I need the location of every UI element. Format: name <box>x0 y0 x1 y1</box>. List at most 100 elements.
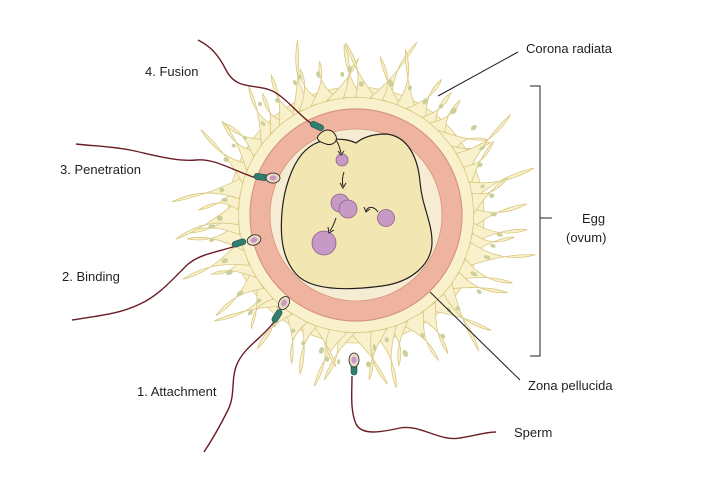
corona-cell-nucleus <box>209 238 215 242</box>
corona-cell-nucleus <box>358 81 364 87</box>
corona-cell-nucleus <box>407 85 413 91</box>
corona-cell-nucleus <box>476 289 482 294</box>
corona-cell-process <box>424 293 492 331</box>
corona-cell-nucleus <box>297 74 302 80</box>
arrow-fusion-to-nucleus <box>335 139 342 154</box>
corona-cell-nucleus <box>324 356 330 362</box>
corona-cell-nucleus <box>365 361 372 368</box>
corona-cell-process <box>405 78 443 121</box>
corona-cell-nucleus <box>260 121 266 126</box>
corona-cell-nucleus <box>440 333 446 339</box>
sperm-nucleus <box>250 237 258 243</box>
corona-cell-nucleus <box>450 107 457 115</box>
sperm-penetration <box>75 143 281 184</box>
arrow-head-4 <box>327 226 335 234</box>
sperm-nucleus <box>281 299 287 307</box>
arrow-head-1 <box>337 150 345 156</box>
corona-cell-nucleus <box>242 135 247 140</box>
corona-cell-process <box>171 176 245 203</box>
corona-cell-nucleus <box>231 143 237 148</box>
corona-cell-nucleus <box>247 310 254 316</box>
fusion-cone <box>317 129 337 145</box>
corona-cell-nucleus <box>489 193 495 199</box>
corona-cell-process <box>438 282 480 352</box>
sperm-midpiece <box>231 238 247 248</box>
sperm-nucleus-small <box>335 153 349 167</box>
pronucleus-c <box>377 209 395 227</box>
corona-cell-process <box>345 42 378 100</box>
corona-cell-nucleus <box>470 271 478 277</box>
arrow-down-left <box>329 217 337 232</box>
corona-cell-nucleus <box>221 258 229 264</box>
sperm-tail <box>71 245 237 321</box>
leader-lines <box>429 51 552 381</box>
corona-cell-nucleus <box>496 233 503 237</box>
corona-cell-nucleus <box>318 347 325 354</box>
corona-cell-process <box>221 120 257 172</box>
corona-cell-process <box>348 331 388 385</box>
sperm-tail <box>197 39 319 129</box>
sperm-midpiece <box>271 309 283 323</box>
corona-cell-nucleus <box>490 212 497 217</box>
corona-cell-nucleus <box>455 306 461 311</box>
corona-cell-process <box>311 324 337 368</box>
corona-cell-nucleus <box>257 101 263 107</box>
arrow-head-2 <box>339 182 347 189</box>
corona-cell-nucleus <box>479 145 486 151</box>
corona-cell-nucleus <box>219 187 225 193</box>
zona-leader <box>429 291 521 381</box>
pronucleus-d <box>311 230 337 256</box>
corona-cell-nucleus <box>438 104 444 109</box>
corona-cell-nucleus <box>226 270 233 276</box>
corona-cell-process <box>250 277 275 329</box>
corona-cell-process <box>310 60 339 107</box>
corona-cell-process <box>372 325 397 388</box>
corona-cell-nucleus <box>316 71 321 78</box>
corona-cell-process <box>471 177 508 215</box>
corona-cell-process <box>200 129 251 184</box>
corona-cell-process <box>182 239 250 280</box>
corona-cell-nucleus <box>384 337 389 343</box>
corona-cell-process <box>262 92 285 135</box>
sperm-tail <box>203 321 275 453</box>
corona-cell-process <box>460 241 536 270</box>
sperm-free <box>348 352 497 440</box>
corona-cell-process <box>223 122 267 158</box>
corona-cell-nucleus <box>223 157 229 163</box>
egg-bracket <box>530 85 541 357</box>
corona-cell-process <box>415 301 449 355</box>
sperm-binding <box>71 234 262 321</box>
corona-cell-nucleus <box>480 184 485 189</box>
label-egg: Egg <box>582 211 605 226</box>
corona-cell-process <box>468 167 535 201</box>
arrow-nucleus-down <box>341 171 345 187</box>
sperm-midpiece <box>310 121 324 131</box>
corona-cell-nucleus <box>420 333 425 338</box>
corona-cell-nucleus <box>347 65 353 73</box>
pronucleus-b <box>338 199 358 219</box>
corona-cell-nucleus <box>388 81 394 87</box>
label-penetration: 3. Penetration <box>60 162 141 177</box>
corona-cell-process <box>453 258 513 284</box>
label-binding: 2. Binding <box>62 269 120 284</box>
label-ovum: (ovum) <box>566 230 606 245</box>
label-zona-pellucida: Zona pellucida <box>528 378 613 393</box>
sperm-fusion <box>197 39 324 131</box>
corona-cell-nucleus <box>340 71 345 77</box>
corona-cell-nucleus <box>483 255 491 260</box>
corona-leader <box>437 51 519 97</box>
corona-cell-nucleus <box>221 197 228 202</box>
corona-cell-process <box>379 56 402 107</box>
corona-cell-process <box>284 308 309 364</box>
corona-cell-nucleus <box>293 80 297 86</box>
corona-cell-nucleus <box>208 224 216 229</box>
corona-cell-nucleus <box>477 162 483 168</box>
corona-cell-process <box>395 49 418 115</box>
corona-cell-nucleus <box>301 341 306 346</box>
movement-arrows <box>327 139 379 234</box>
corona-cell-process <box>456 114 511 176</box>
sperm-attachment <box>203 296 291 453</box>
corona-cell-nucleus <box>422 98 428 105</box>
arrow-head-3 <box>363 206 371 213</box>
